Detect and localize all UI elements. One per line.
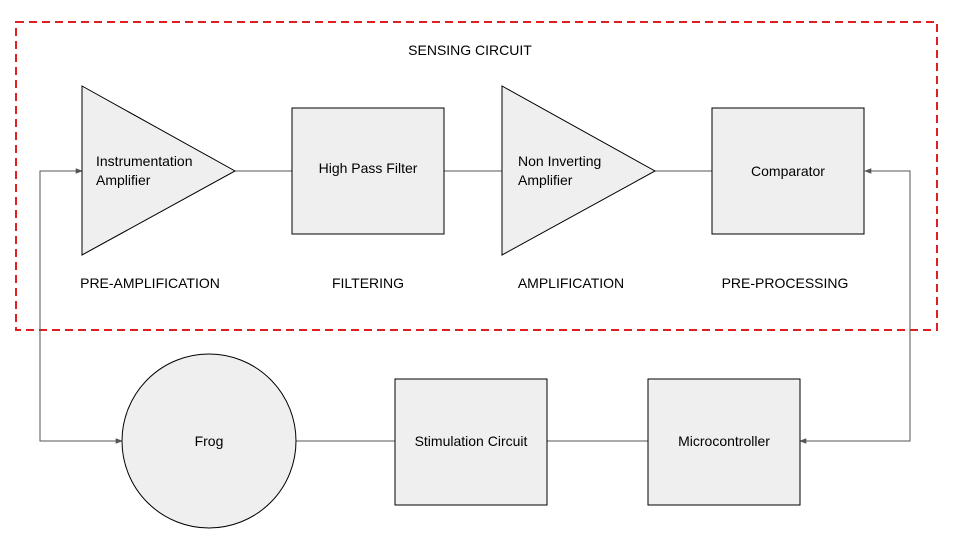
- stage-label-pre-processing: PRE-PROCESSING: [722, 275, 849, 291]
- frog-shape: [121, 353, 297, 529]
- node-frog: Frog: [121, 353, 297, 529]
- stimulation-circuit-shape: [394, 378, 548, 506]
- non-inverting-amplifier-line2: Amplifier: [518, 172, 573, 188]
- comparator-label: Comparator: [751, 163, 825, 179]
- non-inverting-amplifier-shape: [501, 85, 657, 256]
- non-inverting-amplifier-label: Non Inverting Amplifier: [518, 153, 605, 188]
- node-instrumentation-amplifier: Instrumentation Amplifier: [81, 85, 237, 256]
- node-comparator: Comparator: [711, 107, 865, 235]
- node-stimulation-circuit: Stimulation Circuit: [394, 378, 548, 506]
- stage-label-pre-amplification: PRE-AMPLIFICATION: [80, 275, 220, 291]
- instrumentation-amplifier-label: Instrumentation Amplifier: [96, 153, 196, 188]
- node-non-inverting-amplifier: Non Inverting Amplifier: [501, 85, 657, 256]
- stage-label-amplification: AMPLIFICATION: [518, 275, 624, 291]
- stage-label-filtering: FILTERING: [332, 275, 404, 291]
- microcontroller-label: Microcontroller: [678, 433, 770, 449]
- stimulation-circuit-label: Stimulation Circuit: [415, 433, 528, 449]
- non-inverting-amplifier-line1: Non Inverting: [518, 153, 601, 169]
- instrumentation-amplifier-shape: [81, 85, 237, 256]
- instrumentation-amplifier-line1: Instrumentation: [96, 153, 193, 169]
- instrumentation-amplifier-line2: Amplifier: [96, 172, 151, 188]
- sensing-circuit-label: SENSING CIRCUIT: [408, 42, 532, 58]
- high-pass-filter-shape: [291, 107, 445, 235]
- microcontroller-shape: [647, 378, 801, 506]
- node-high-pass-filter: High Pass Filter: [291, 107, 445, 235]
- sensing-circuit-boundary: [15, 21, 938, 331]
- frog-label: Frog: [195, 433, 224, 449]
- connector-comparator-to-microcontroller: [799, 168, 911, 444]
- connector-frog-to-instamp: [39, 168, 123, 444]
- high-pass-filter-label: High Pass Filter: [319, 160, 418, 176]
- comparator-shape: [711, 107, 865, 235]
- node-microcontroller: Microcontroller: [647, 378, 801, 506]
